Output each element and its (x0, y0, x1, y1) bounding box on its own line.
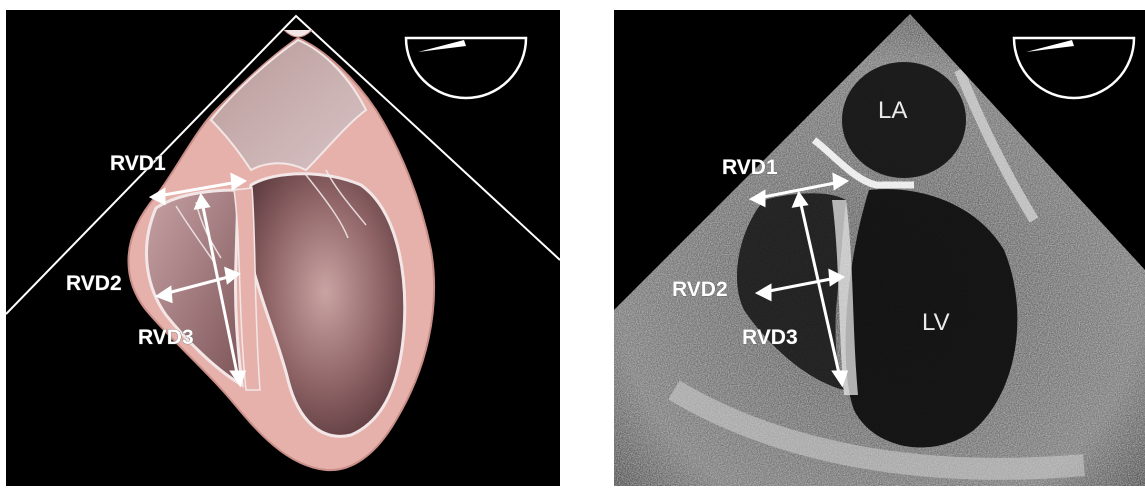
rvd1-label: RVD1 (722, 156, 778, 179)
echocardiogram-image: RVD1 RVD2 RVD3 LA LV (614, 10, 1145, 486)
probe-tip (284, 30, 312, 37)
echocardiogram-panel: RVD1 RVD2 RVD3 LA LV (614, 10, 1145, 486)
ultrasound-sector (614, 10, 1145, 486)
left-atrium-label: LA (878, 97, 907, 124)
probe-orientation-icon (1014, 38, 1134, 98)
rvd2-label: RVD2 (672, 278, 728, 301)
left-ventricle-label: LV (922, 309, 950, 336)
anatomy-illustration: RVD1 RVD2 RVD3 (6, 10, 560, 486)
rvd2-label: RVD2 (66, 272, 122, 295)
anatomy-illustration-panel: RVD1 RVD2 RVD3 (6, 10, 560, 486)
rvd3-label: RVD3 (138, 326, 194, 349)
rvd3-label: RVD3 (742, 326, 798, 349)
rvd1-label: RVD1 (110, 152, 166, 175)
probe-orientation-icon (406, 38, 526, 98)
